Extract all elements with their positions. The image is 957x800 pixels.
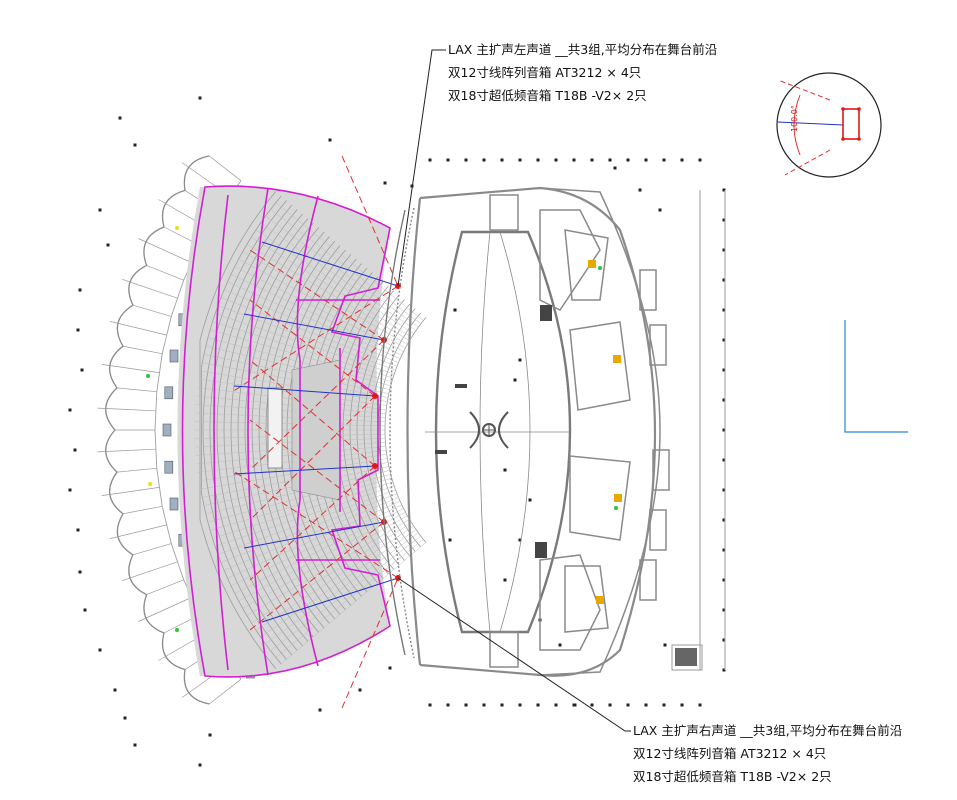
speaker-aim-lines [233, 241, 399, 623]
outer-frame [671, 190, 726, 671]
stage-center-emblem [469, 411, 509, 449]
seating-zone-outlines [181, 185, 391, 678]
speaker-coverage-lines [231, 155, 399, 709]
right-channel-annotation: LAX 主扩声右声道 __共3组,平均分布在舞台前沿 双12寸线阵列音箱 AT3… [633, 720, 902, 789]
left-channel-annotation: LAX 主扩声左声道 __共3组,平均分布在舞台前沿 双12寸线阵列音箱 AT3… [448, 39, 717, 108]
survey-dots [68, 96, 726, 767]
right-channel-title: LAX 主扩声右声道 __共3组,平均分布在舞台前沿 [633, 723, 903, 738]
stage-structure [406, 186, 657, 677]
blue-bracket [844, 320, 908, 433]
stage-front-edge [379, 207, 415, 659]
left-channel-title: LAX 主扩声左声道 __共3组,平均分布在舞台前沿 [448, 42, 718, 57]
right-channel-line-array: 双12寸线阵列音箱 AT3212 × 4只 [633, 746, 827, 761]
inset-coverage-detail: 100.0° [776, 72, 882, 178]
left-channel-subwoofer: 双18寸超低频音箱 T18B -V2× 2只 [448, 88, 647, 103]
left-channel-line-array: 双12寸线阵列音箱 AT3212 × 4只 [448, 65, 642, 80]
side-room-equipment [146, 226, 622, 632]
side-rooms [489, 187, 670, 676]
inset-angle-label: 100.0° [790, 105, 799, 132]
speaker-left-3 [372, 393, 378, 399]
speaker-right-1 [372, 463, 378, 469]
right-channel-subwoofer: 双18寸超低频音箱 T18B -V2× 2只 [633, 769, 832, 784]
annotation-leaders [397, 49, 631, 732]
stage-markers [435, 305, 697, 666]
